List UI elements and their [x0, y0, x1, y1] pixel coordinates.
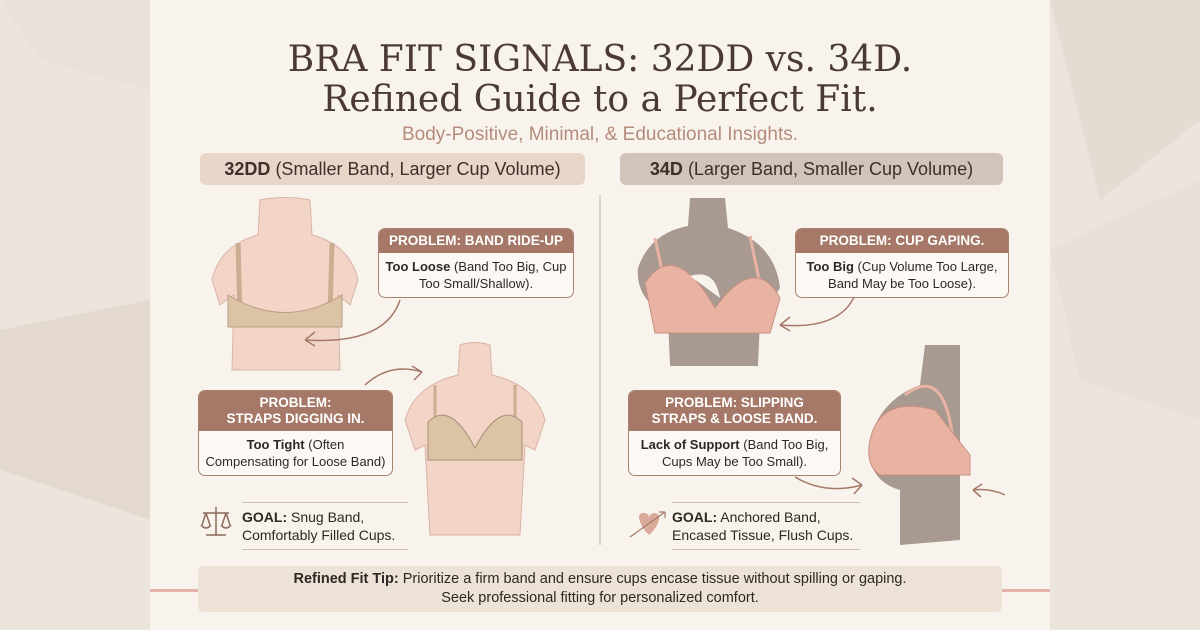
size-desc: (Smaller Band, Larger Cup Volume)	[275, 158, 561, 179]
arrow-icon	[364, 365, 423, 386]
problem-box-straps-digging: PROBLEM:STRAPS DIGGING IN. Too Tight (Of…	[198, 390, 393, 476]
goal-label: GOAL:	[242, 509, 288, 525]
problem-header-line-2: STRAPS & LOOSE BAND.	[651, 411, 818, 426]
balance-scale-icon	[200, 507, 232, 536]
tip-label: Refined Fit Tip:	[293, 571, 399, 587]
problem-detail: (Band Too Big, Cup Too Small/Shallow).	[418, 259, 567, 291]
tip-text: Prioritize a firm band and ensure cups e…	[402, 571, 907, 606]
size-label: 34D	[649, 158, 683, 179]
problem-detail: (Band Too Big, Cups May be Too Small).	[662, 437, 829, 469]
size-label: 32DD	[224, 158, 271, 179]
title-line-2: Refined Guide to a Perfect Fit.	[322, 79, 878, 120]
arrow-icon	[779, 294, 856, 332]
mannequin-back-illustration	[211, 197, 359, 371]
problem-header: PROBLEM: CUP GAPING.	[796, 229, 1008, 253]
arrow-icon	[304, 299, 401, 347]
goal-text: Snug Band, Comfortably Filled Cups.	[242, 509, 396, 543]
mannequin-front-gaping-illustration	[637, 198, 781, 366]
problem-header: PROBLEM: BAND RIDE-UP	[379, 229, 573, 253]
column-divider	[599, 195, 601, 545]
problem-box-band-ride-up: PROBLEM: BAND RIDE-UP Too Loose (Band To…	[378, 228, 574, 298]
problem-verdict: Too Tight	[246, 437, 305, 452]
arrow-icon	[972, 483, 1006, 498]
refined-fit-tip: Refined Fit Tip: Prioritize a firm band …	[198, 566, 1002, 612]
problem-header-line-2: STRAPS DIGGING IN.	[226, 411, 365, 426]
problem-header-line-1: PROBLEM:	[259, 395, 332, 410]
problem-box-cup-gaping: PROBLEM: CUP GAPING. Too Big (Cup Volume…	[795, 228, 1009, 298]
size-pill-32dd: 32DD(Smaller Band, Larger Cup Volume)	[200, 153, 585, 185]
arrow-icon	[794, 476, 863, 495]
title-line-1: BRA FIT SIGNALS: 32DD vs. 34D.	[287, 39, 913, 80]
problem-detail: (Cup Volume Too Large, Band May be Too L…	[828, 259, 998, 291]
problem-verdict: Lack of Support	[640, 437, 740, 452]
goal-34d: GOAL: Anchored Band, Encased Tissue, Flu…	[672, 502, 860, 550]
problem-header-line-1: PROBLEM: SLIPPING	[665, 395, 804, 410]
problem-detail: (Often Compensating for Loose Band)	[205, 437, 386, 469]
goal-text: Anchored Band, Encased Tissue, Flush Cup…	[672, 509, 854, 543]
subtitle: Body-Positive, Minimal, & Educational In…	[401, 124, 798, 145]
size-pill-34d: 34D(Larger Band, Smaller Cup Volume)	[620, 153, 1003, 185]
goal-label: GOAL:	[672, 509, 718, 525]
mannequin-front-illustration	[404, 342, 546, 536]
size-desc: (Larger Band, Smaller Cup Volume)	[687, 158, 974, 179]
goal-32dd: GOAL: Snug Band, Comfortably Filled Cups…	[242, 502, 408, 550]
problem-verdict: Too Loose	[385, 259, 451, 274]
problem-verdict: Too Big	[806, 259, 854, 274]
heart-arrow-icon	[629, 511, 666, 538]
mannequin-side-illustration	[868, 345, 971, 545]
